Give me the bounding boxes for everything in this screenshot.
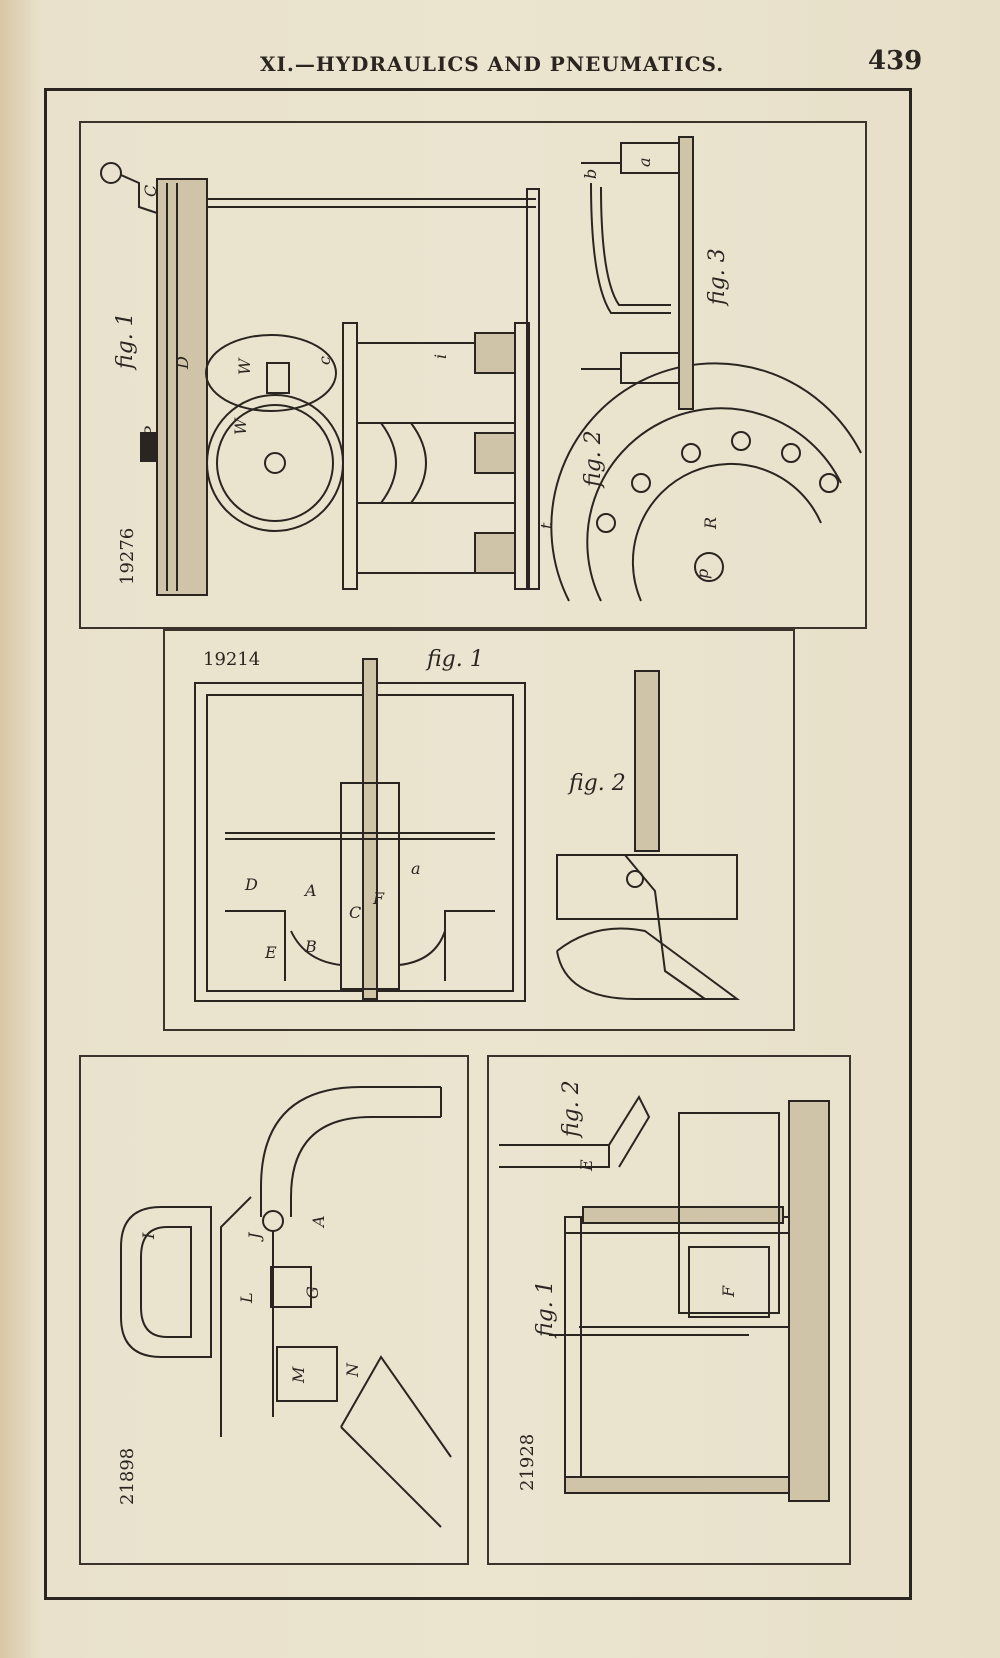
fig-2-label: fig. 2 <box>581 430 606 487</box>
letter-D: D <box>173 356 192 369</box>
letter-B: B <box>305 937 317 956</box>
letter-b: b <box>581 168 600 179</box>
letter-E: E <box>265 943 277 962</box>
letter-P: P <box>141 426 160 437</box>
letter-t: t <box>537 522 556 529</box>
illustration-frame: 19276 fig. 1 fig. 2 fig. 3 C D P W W c i… <box>44 88 912 1600</box>
diagram-21928 <box>499 1094 830 1502</box>
patent-number-21898: 21898 <box>117 1447 138 1505</box>
letter-a: a <box>635 157 654 167</box>
patent-number-19214: 19214 <box>203 649 261 670</box>
letter-W-upper: W <box>235 358 254 375</box>
letter-p: p <box>693 568 712 579</box>
fig-1-label: fig. 1 <box>427 647 484 672</box>
letter-i: i <box>431 353 450 359</box>
letter-I: I <box>139 1232 158 1239</box>
panel-21898: 21898 A G I J L M N <box>79 1055 469 1565</box>
letter-C: C <box>349 903 362 922</box>
panel-19276: 19276 fig. 1 fig. 2 fig. 3 C D P W W c i… <box>79 121 867 629</box>
patent-number-21928: 21928 <box>517 1433 538 1491</box>
panel-19214: 19214 fig. 1 fig. 2 A B C D E F a <box>163 629 795 1031</box>
letter-a: a <box>411 859 421 878</box>
panel-21928: 21928 fig. 1 fig. 2 E F <box>487 1055 851 1565</box>
diagram-19214 <box>194 658 741 1002</box>
letter-L: L <box>237 1292 256 1303</box>
letter-R: R <box>701 516 720 529</box>
letter-C: C <box>141 184 160 197</box>
patent-number-19276: 19276 <box>117 527 138 585</box>
page-number: 439 <box>868 46 923 76</box>
diagram-21898 <box>120 1086 452 1528</box>
letter-M: M <box>289 1366 308 1383</box>
letter-F: F <box>373 889 385 908</box>
letter-N: N <box>343 1363 362 1377</box>
fig-1-label: fig. 1 <box>533 1280 558 1337</box>
fig-2-label: fig. 2 <box>559 1080 584 1137</box>
diagram-19276 <box>100 136 862 602</box>
fig-2-label: fig. 2 <box>569 771 626 796</box>
letter-W-lower: W <box>231 418 250 435</box>
letter-A: A <box>309 1215 328 1227</box>
fig-3-label: fig. 3 <box>705 248 730 305</box>
letter-D: D <box>245 875 258 894</box>
fig-1-label: fig. 1 <box>113 312 138 369</box>
letter-G: G <box>303 1286 322 1299</box>
letter-c: c <box>315 356 334 365</box>
letter-E: E <box>577 1159 596 1171</box>
letter-A-left: A <box>305 881 317 900</box>
letter-F: F <box>719 1285 738 1297</box>
page-header-title: XI.—HYDRAULICS AND PNEUMATICS. <box>260 52 725 76</box>
letter-J: J <box>245 1232 264 1239</box>
